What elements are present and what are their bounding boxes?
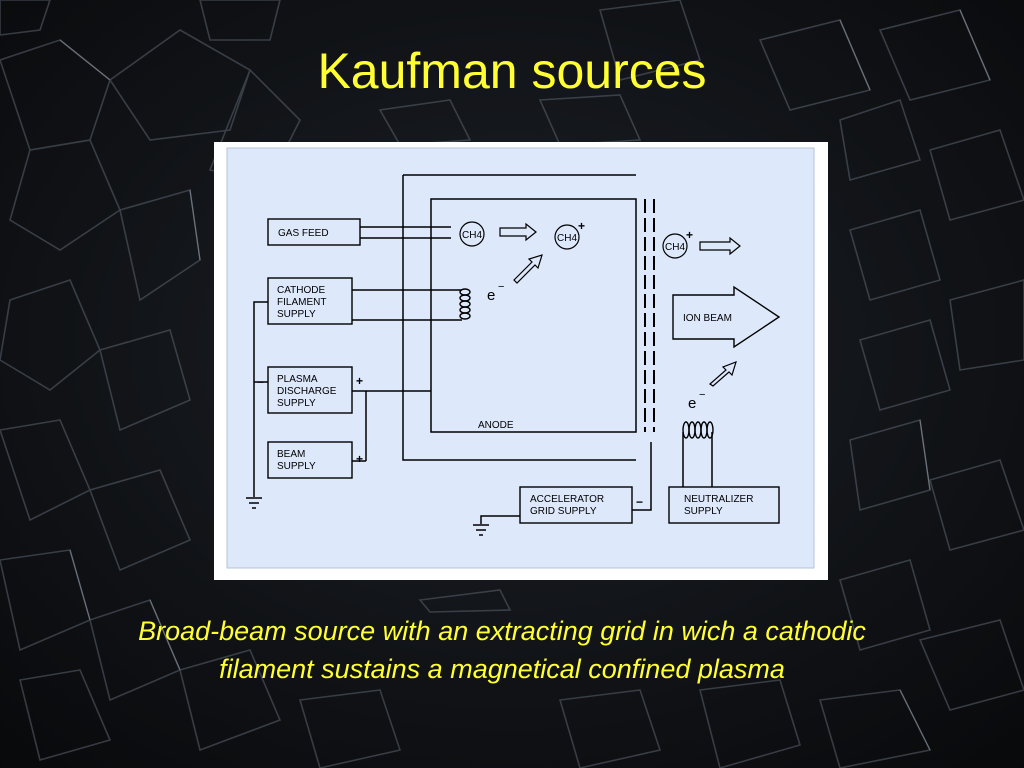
neutralizer-electron-arrow bbox=[709, 360, 737, 387]
beam-label-line2: SUPPLY bbox=[277, 461, 316, 472]
ion-beam-label: ION BEAM bbox=[683, 313, 732, 324]
cathode-electron-label: e bbox=[487, 287, 495, 304]
cathode-electron-charge: − bbox=[498, 281, 504, 293]
ch4-neutral-molecule bbox=[459, 221, 485, 247]
cathode-filament-coil bbox=[459, 288, 471, 320]
neutralizer-label-line2: SUPPLY bbox=[684, 506, 723, 517]
anode bbox=[430, 198, 637, 433]
neutralizer-electron-charge: − bbox=[699, 389, 705, 401]
ch4-ion-molecule bbox=[554, 224, 580, 250]
ch4-beam-ion-molecule bbox=[662, 233, 688, 259]
discharge-plus-sign: + bbox=[356, 374, 363, 388]
slide-title: Kaufman sources bbox=[317, 43, 707, 99]
cathode-label-line3: SUPPLY bbox=[277, 309, 316, 320]
beam-supply-box bbox=[267, 441, 353, 479]
gas-feed-box bbox=[267, 218, 361, 246]
cathode-label-line1: CATHODE bbox=[277, 285, 325, 296]
accel-label-line2: GRID SUPPLY bbox=[530, 506, 597, 517]
slide-caption: Broad-beam source with an extracting gri… bbox=[138, 616, 866, 684]
ion-beam-arrow bbox=[672, 285, 781, 349]
anode-label: ANODE bbox=[478, 420, 514, 431]
ch4-beam-ion-charge: + bbox=[686, 228, 693, 242]
neutralizer-label-line1: NEUTRALIZER bbox=[684, 494, 753, 505]
source-chamber-wall bbox=[402, 175, 636, 461]
cathode-filament-supply-box bbox=[267, 277, 353, 325]
ch4-beam-ion-label: CH4 bbox=[665, 242, 685, 253]
cathode-label-line2: FILAMENT bbox=[277, 297, 326, 308]
plasma-label-line2: DISCHARGE bbox=[277, 386, 337, 397]
plasma-label-line1: PLASMA bbox=[277, 374, 318, 385]
electron-path-arrow bbox=[513, 254, 543, 284]
accelerator-grid-supply-box bbox=[519, 486, 633, 524]
neutralizer-supply-box bbox=[668, 486, 780, 524]
beam-label-line1: BEAM bbox=[277, 449, 305, 460]
ch4-neutral-label: CH4 bbox=[462, 230, 482, 241]
ch4-ion-charge: + bbox=[578, 219, 585, 233]
neutralizer-filament-coil bbox=[682, 421, 714, 439]
plasma-label-line3: SUPPLY bbox=[277, 398, 316, 409]
accel-label-line1: ACCELERATOR bbox=[530, 494, 604, 505]
beam-ion-arrow bbox=[699, 236, 741, 256]
accel-minus-sign: − bbox=[636, 495, 643, 509]
kaufman-source-diagram: GAS FEED CATHODE FILAMENT SUPPLY PLASMA … bbox=[214, 142, 828, 580]
ionization-arrow bbox=[499, 222, 537, 242]
beam-plus-sign: + bbox=[356, 452, 363, 466]
plasma-discharge-supply-box bbox=[267, 366, 353, 414]
discharge-minus-sign: − bbox=[257, 375, 264, 389]
ch4-ion-label: CH4 bbox=[557, 233, 577, 244]
schematic-svg: GAS FEED CATHODE FILAMENT SUPPLY PLASMA … bbox=[226, 147, 815, 569]
gas-feed-label: GAS FEED bbox=[278, 228, 329, 239]
neutralizer-electron-label: e bbox=[688, 395, 696, 412]
